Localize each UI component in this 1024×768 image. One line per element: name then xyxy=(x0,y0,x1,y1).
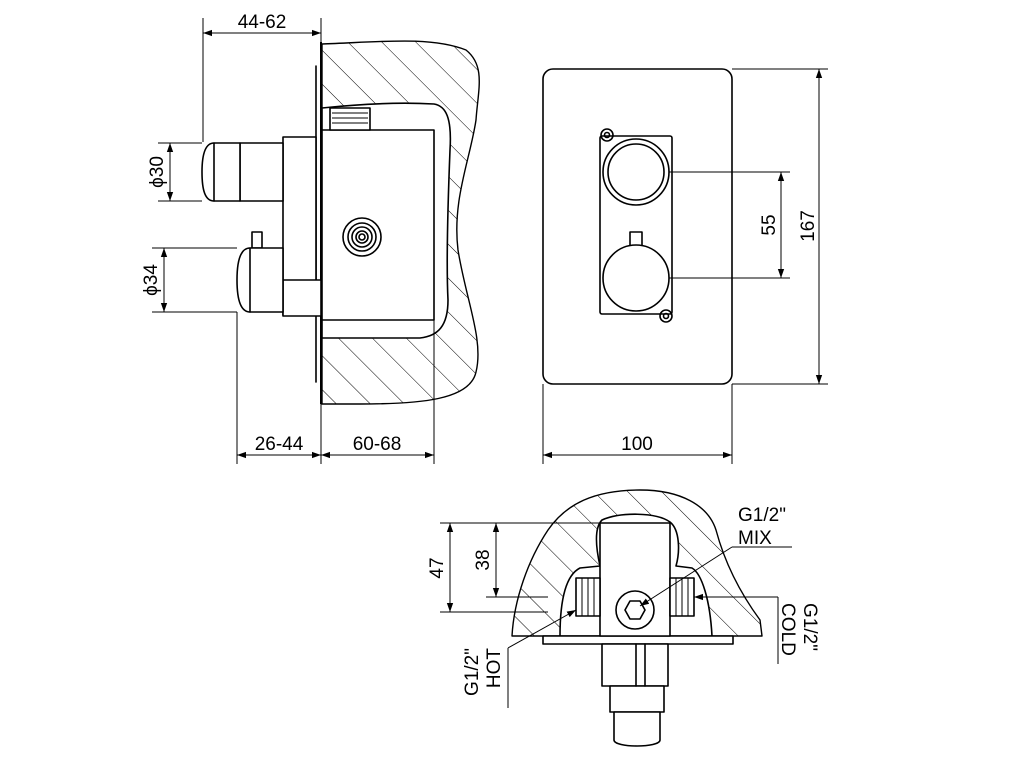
upper-knob-side xyxy=(201,142,284,202)
dim-plate-width: 100 xyxy=(542,384,733,464)
dim-projection-label: 26-44 xyxy=(255,434,304,455)
dim-plan-depth: 47 38 xyxy=(427,522,600,613)
plan-cold-connector xyxy=(669,577,695,617)
callout-cold-size: G1/2" xyxy=(799,603,820,651)
body-port xyxy=(342,217,382,257)
knob-housing xyxy=(599,135,673,315)
trim-plate-front xyxy=(542,68,733,385)
dim-dia-top-label: ϕ30 xyxy=(147,156,168,188)
plan-view: 47 38 G1/2" MIX G1/2" HOT G1/2" COLD xyxy=(427,489,820,747)
dim-knob-spacing: 55 xyxy=(669,171,790,279)
dim-plate-height-label: 167 xyxy=(798,210,819,242)
plan-hex-port xyxy=(615,590,655,630)
dim-plate-width-label: 100 xyxy=(621,434,653,455)
dim-plate-height: 167 xyxy=(732,68,828,385)
front-view: 55 167 100 xyxy=(542,68,828,464)
callout-mix-size: G1/2" xyxy=(738,505,786,526)
dim-top-depth: 44-62 xyxy=(202,12,322,142)
sleeve-lower xyxy=(282,279,322,317)
dim-dia-bottom: ϕ34 xyxy=(141,247,237,313)
lower-knob-side xyxy=(236,231,284,313)
plan-knob-stem xyxy=(601,643,669,747)
side-view: 44-62 ϕ30 ϕ34 26-44 60-68 xyxy=(141,12,480,464)
dim-dia-top: ϕ30 xyxy=(147,142,202,202)
callout-hot-label: HOT xyxy=(484,648,505,689)
callout-mix: G1/2" MIX xyxy=(639,505,792,607)
dim-box-depth-label: 60-68 xyxy=(353,434,402,455)
dim-bottom-depths: 26-44 60-68 xyxy=(236,312,435,464)
callout-cold-label: COLD xyxy=(777,603,798,656)
callout-hot-size: G1/2" xyxy=(462,648,483,696)
plan-trim-plate xyxy=(542,635,734,645)
valve-body xyxy=(321,129,435,321)
dim-dia-bottom-label: ϕ34 xyxy=(141,264,162,296)
lower-knob-front xyxy=(602,231,673,323)
dim-top-depth-label: 44-62 xyxy=(238,12,287,33)
dim-knob-spacing-label: 55 xyxy=(759,214,780,235)
callout-hot: G1/2" HOT xyxy=(462,609,577,708)
dim-plan-depth-inner-label: 38 xyxy=(473,549,494,570)
callout-cold: G1/2" COLD xyxy=(694,593,820,664)
plan-hot-connector xyxy=(575,577,601,617)
callout-mix-label: MIX xyxy=(738,528,772,549)
top-connector xyxy=(329,107,371,131)
dim-plan-depth-outer-label: 47 xyxy=(427,557,448,578)
